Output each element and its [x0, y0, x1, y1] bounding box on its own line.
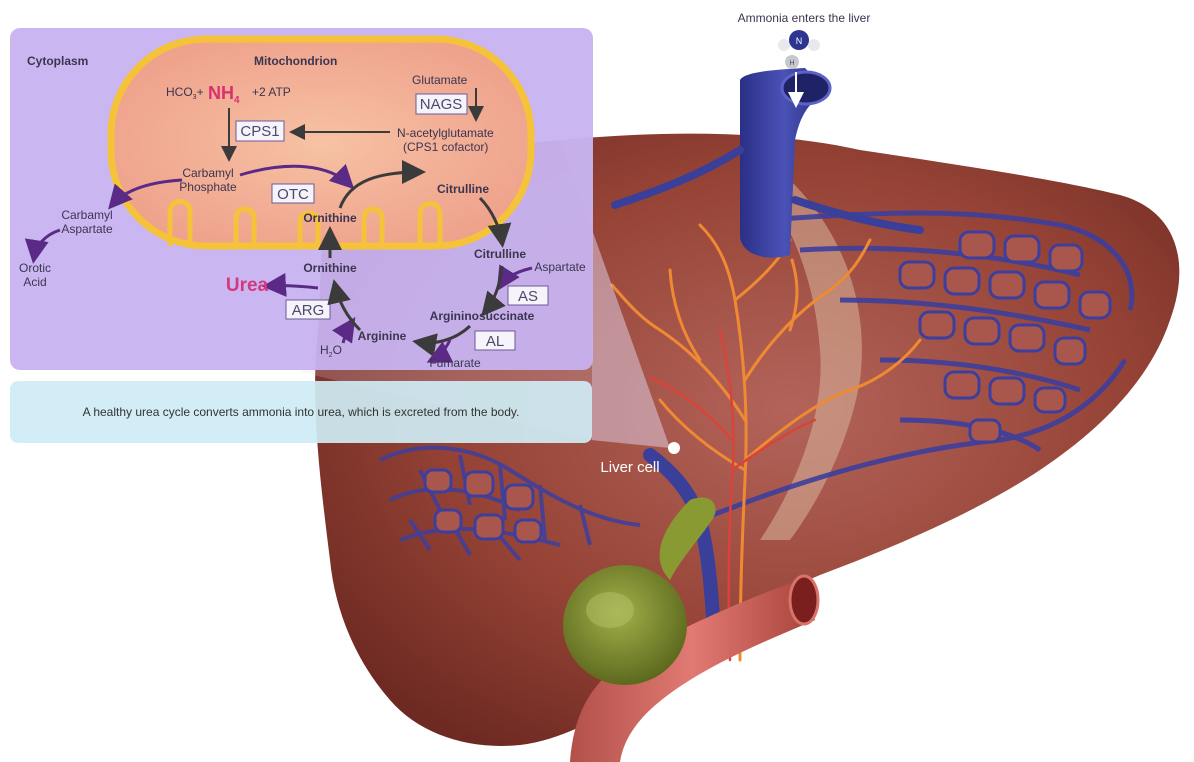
ammonia-title: Ammonia enters the liver	[738, 11, 871, 25]
metabolite-arginine: Arginine	[358, 329, 407, 343]
enzyme-al: AL	[486, 333, 504, 350]
hydrogen-atom-label: H	[789, 60, 794, 67]
metabolite-carbamyl-aspartate-2: Aspartate	[61, 222, 113, 236]
enzyme-as: AS	[518, 288, 538, 305]
caption-text: A healthy urea cycle converts ammonia in…	[83, 405, 520, 420]
reactant-atp: +2 ATP	[252, 85, 291, 99]
metabolite-fumarate: Fumarate	[429, 356, 481, 370]
enzyme-otc: OTC	[277, 186, 309, 203]
metabolite-orotic-acid-2: Acid	[23, 275, 46, 289]
metabolite-cps1-cofactor: (CPS1 cofactor)	[403, 140, 488, 154]
nitrogen-atom-label: N	[796, 36, 803, 46]
metabolite-argininosuccinate: Argininosuccinate	[430, 309, 535, 323]
metabolite-aspartate: Aspartate	[534, 260, 586, 274]
liver-cell-marker	[668, 442, 680, 454]
cytoplasm-label: Cytoplasm	[27, 54, 88, 68]
metabolite-ornithine-mito: Ornithine	[303, 211, 357, 225]
enzyme-cps1: CPS1	[240, 123, 279, 140]
mitochondrion-label: Mitochondrion	[254, 54, 337, 68]
caption-box: A healthy urea cycle converts ammonia in…	[10, 381, 592, 443]
metabolite-glutamate: Glutamate	[412, 73, 468, 87]
metabolite-carbamyl-aspartate-1: Carbamyl	[61, 208, 112, 222]
enzyme-nags: NAGS	[420, 96, 463, 113]
metabolite-carbamyl-phosphate-2: Phosphate	[179, 180, 237, 194]
metabolite-urea: Urea	[226, 275, 269, 296]
metabolite-citrulline-cyto: Citrulline	[474, 247, 526, 261]
liver-cell-label: Liver cell	[600, 459, 659, 476]
reactant-hco3: HCO3+	[166, 85, 204, 101]
enzyme-arg: ARG	[292, 302, 325, 319]
metabolite-ornithine-cyto: Ornithine	[303, 261, 357, 275]
metabolite-citrulline-mito: Citrulline	[437, 182, 489, 196]
metabolite-n-acetylglutamate: N-acetylglutamate	[397, 126, 494, 140]
metabolite-orotic-acid-1: Orotic	[19, 261, 51, 275]
metabolite-carbamyl-phosphate-1: Carbamyl	[182, 166, 233, 180]
ammonia-molecule-icon: N H	[778, 30, 820, 69]
